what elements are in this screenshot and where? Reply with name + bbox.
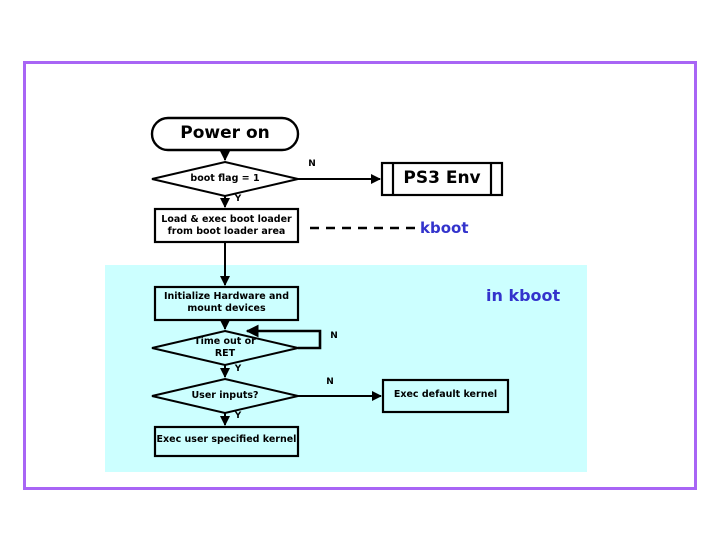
init-hardware-shape bbox=[153, 285, 300, 322]
slide-border-frame bbox=[23, 61, 697, 490]
edge-timeout-loop-no bbox=[245, 324, 322, 350]
load-exec-shape bbox=[153, 207, 300, 244]
exec-user-kernel-shape bbox=[153, 425, 300, 458]
power-on-shape bbox=[150, 116, 300, 152]
timeout-decision-shape bbox=[151, 329, 299, 367]
user-inputs-decision-shape bbox=[151, 377, 299, 415]
boot-flag-decision-shape bbox=[151, 160, 299, 198]
exec-default-kernel-shape bbox=[381, 378, 510, 414]
ps3-env-shape bbox=[380, 161, 504, 197]
